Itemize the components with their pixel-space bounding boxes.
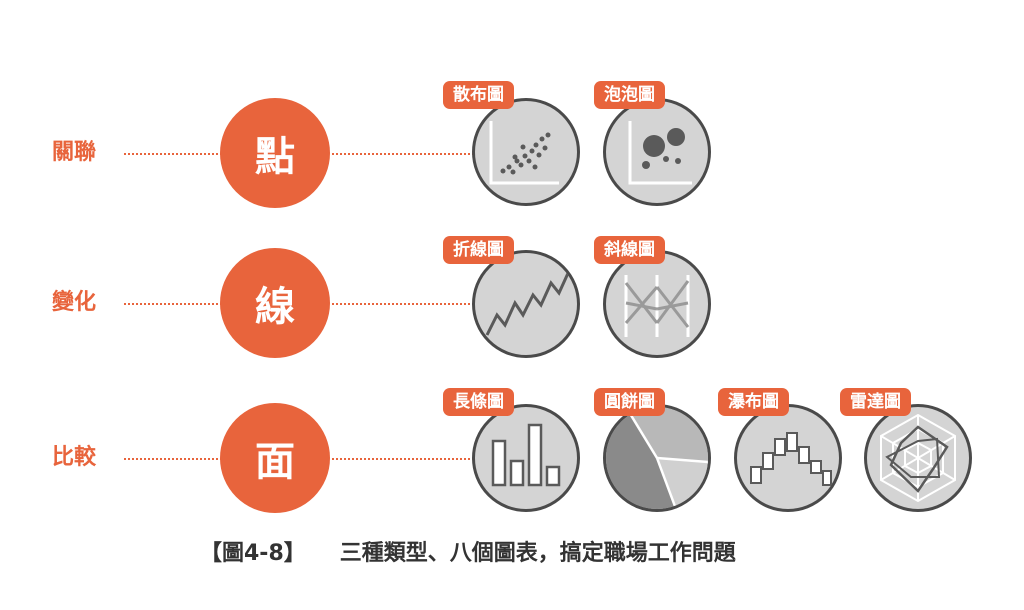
category-circle-line: 線	[220, 248, 330, 358]
row-label-association: 關聯	[52, 140, 97, 165]
chart-tag-bar: 長條圖	[443, 388, 514, 416]
dotted-connector	[332, 458, 474, 460]
bubble-chart-icon	[603, 98, 711, 206]
dotted-connector	[124, 153, 222, 155]
figure-caption: 【圖4-8】 三種類型、八個圖表，搞定職場工作問題	[200, 535, 840, 567]
slope-chart-icon	[603, 250, 711, 358]
dotted-connector	[332, 153, 474, 155]
row-label-comparison: 比較	[52, 445, 97, 470]
row-label-change: 變化	[52, 290, 97, 315]
category-circle-point: 點	[220, 98, 330, 208]
chart-tag-scatter: 散布圖	[443, 81, 514, 109]
chart-tag-waterfall: 瀑布圖	[718, 388, 789, 416]
category-circle-area: 面	[220, 403, 330, 513]
figure-caption-text: 三種類型、八個圖表，搞定職場工作問題	[339, 541, 736, 566]
chart-tag-bubble: 泡泡圖	[594, 81, 665, 109]
waterfall-chart-icon	[734, 404, 842, 512]
category-circle-label: 點	[255, 134, 295, 180]
scatter-chart-icon	[472, 98, 580, 206]
chart-tag-radar: 雷達圖	[840, 388, 911, 416]
chart-tag-pie: 圓餅圖	[594, 388, 665, 416]
radar-chart-icon	[864, 404, 972, 512]
bar-chart-icon	[472, 404, 580, 512]
line-chart-icon	[472, 250, 580, 358]
chart-tag-line: 折線圖	[443, 236, 514, 264]
dotted-connector	[124, 458, 222, 460]
category-circle-label: 線	[255, 284, 295, 330]
chart-tag-slope: 斜線圖	[594, 236, 665, 264]
dotted-connector	[124, 303, 222, 305]
figure-number: 【圖4-8】	[200, 541, 306, 566]
category-circle-label: 面	[255, 439, 295, 485]
dotted-connector	[332, 303, 474, 305]
pie-chart-icon	[603, 404, 711, 512]
